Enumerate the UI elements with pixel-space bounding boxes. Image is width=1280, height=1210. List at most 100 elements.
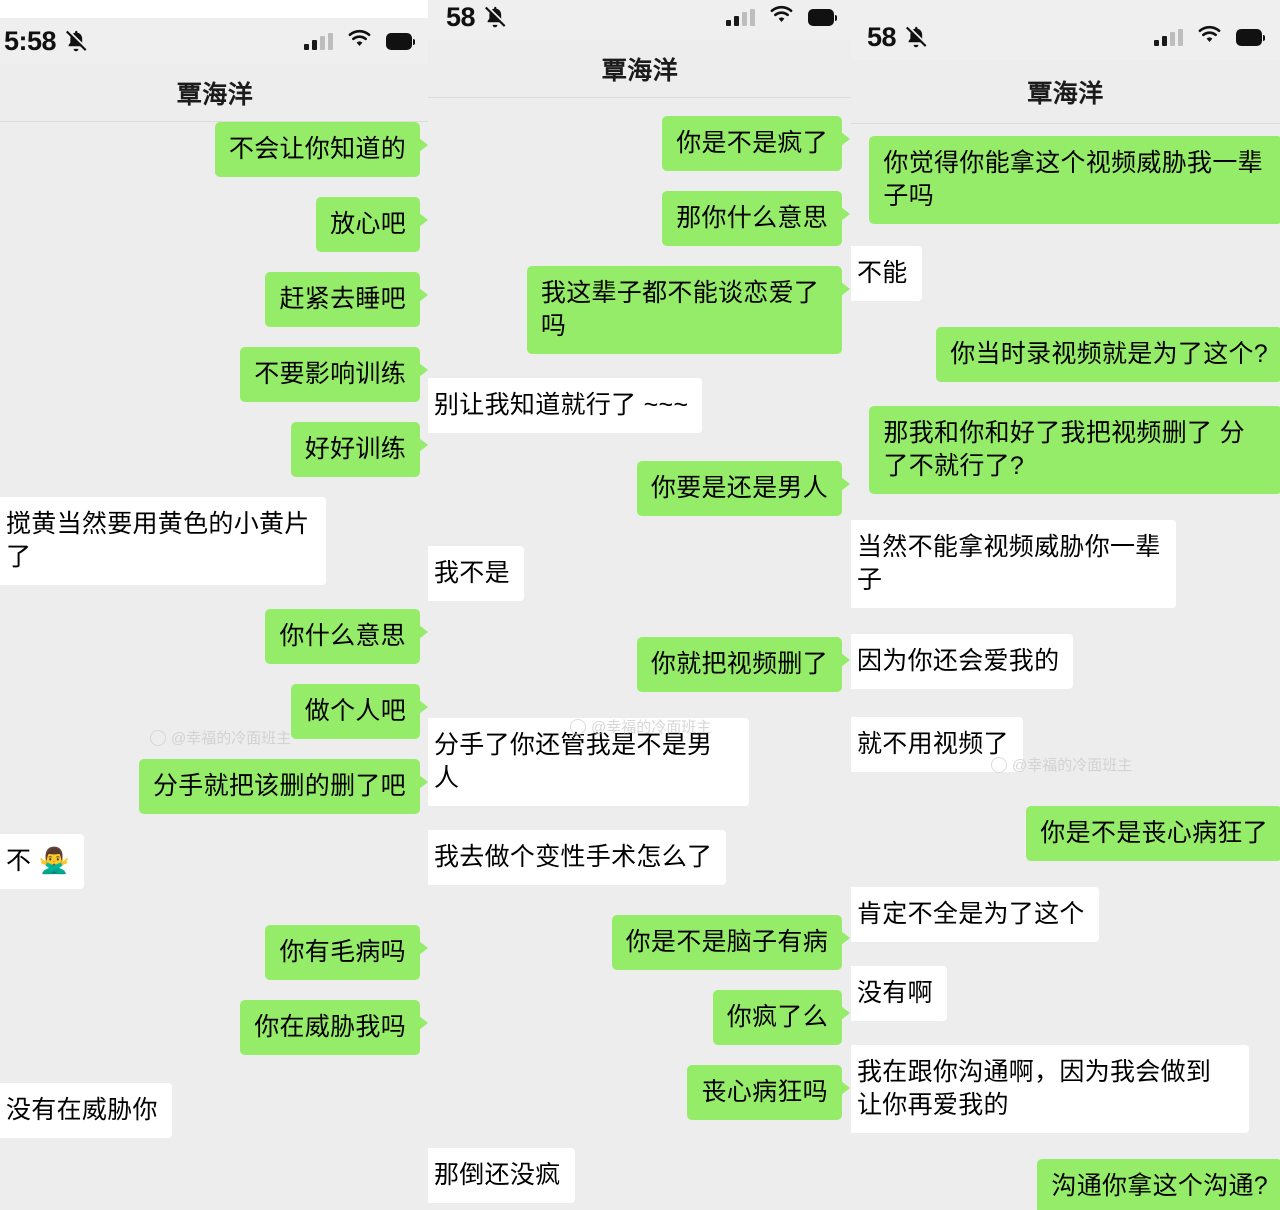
message-row[interactable]: 那我和你和好了我把视频删了 分了不就行了?: [861, 406, 1280, 494]
message-list-right: 你觉得你能拿这个视频威胁我一辈子吗 不能 你当时录视频就是为了这个? 那我和你和…: [851, 124, 1280, 1210]
message-row[interactable]: 我不是: [428, 546, 842, 601]
message-row[interactable]: 你是不是疯了: [438, 116, 850, 171]
message-row[interactable]: 没有啊: [851, 966, 1270, 1021]
message-bubble-outgoing[interactable]: 赶紧去睡吧: [265, 272, 428, 327]
message-row[interactable]: 分手了你还管我是不是男人: [428, 718, 842, 806]
message-bubble-outgoing[interactable]: 沟通你拿这个沟通?: [1037, 1159, 1280, 1210]
message-bubble-outgoing[interactable]: 那我和你和好了我把视频删了 分了不就行了?: [869, 406, 1280, 494]
status-bar-right: 58: [851, 14, 1280, 60]
message-row[interactable]: 丧心病狂吗: [438, 1065, 850, 1120]
message-row[interactable]: 你什么意思: [10, 609, 428, 664]
battery-icon: [808, 8, 837, 26]
message-bubble-outgoing[interactable]: 不会让你知道的: [214, 122, 429, 177]
message-row[interactable]: 沟通你拿这个沟通?: [861, 1159, 1280, 1210]
message-row[interactable]: 你在威胁我吗: [10, 1000, 428, 1055]
message-bubble-outgoing[interactable]: 你就把视频删了: [636, 637, 851, 692]
chat-header-right: 覃海洋: [851, 60, 1280, 124]
message-bubble-outgoing[interactable]: 你是不是丧心病狂了: [1026, 806, 1280, 861]
message-bubble-incoming[interactable]: 不 🙅‍♂️: [0, 834, 84, 889]
message-bubble-incoming[interactable]: 就不用视频了: [851, 717, 1023, 772]
chat-header-left: 覃海洋: [0, 64, 430, 122]
message-bubble-incoming[interactable]: 那倒还没疯: [428, 1148, 575, 1203]
message-bubble-outgoing[interactable]: 不要影响训练: [240, 347, 428, 402]
message-bubble-incoming[interactable]: 肯定不全是为了这个: [851, 887, 1099, 942]
message-row[interactable]: 那倒还没疯: [428, 1148, 842, 1203]
message-row[interactable]: 你觉得你能拿这个视频威胁我一辈子吗: [861, 136, 1280, 224]
message-bubble-incoming[interactable]: 我在跟你沟通啊，因为我会做到让你再爱我的: [851, 1045, 1249, 1133]
signal-dots-icon: [726, 8, 755, 26]
message-row[interactable]: 别让我知道就行了 ~~~: [428, 378, 842, 433]
signal-dots-icon: [304, 32, 333, 50]
message-row[interactable]: 当然不能拿视频威胁你一辈子: [851, 520, 1270, 608]
message-row[interactable]: 做个人吧: [10, 684, 429, 739]
status-time: 5:58: [4, 25, 57, 56]
chat-header-middle: 覃海洋: [428, 40, 852, 98]
message-bubble-incoming[interactable]: 搅黄当然要用黄色的小黄片了: [0, 497, 326, 585]
wifi-icon: [1196, 25, 1223, 50]
message-row[interactable]: 没有在威胁你: [0, 1083, 420, 1138]
chat-screenshot-middle: 58: [428, 0, 852, 1210]
battery-icon: [386, 32, 415, 50]
message-bubble-outgoing[interactable]: 你要是还是男人: [636, 461, 851, 516]
message-row[interactable]: 我去做个变性手术怎么了: [428, 830, 842, 885]
message-row[interactable]: 你是不是丧心病狂了: [861, 806, 1280, 861]
status-bar-middle: 58: [428, 0, 852, 40]
message-row[interactable]: 赶紧去睡吧: [10, 272, 428, 327]
message-bubble-outgoing[interactable]: 我这辈子都不能谈恋爱了吗: [526, 266, 851, 354]
message-list-left: 不会让你知道的 放心吧 赶紧去睡吧 不要影响训练 好好训练 搅黄当然要用黄色的小…: [0, 122, 430, 1168]
message-bubble-outgoing[interactable]: 分手就把该删的删了吧: [138, 759, 429, 814]
message-row[interactable]: 你是不是脑子有病: [438, 915, 851, 970]
bell-off-icon: [903, 24, 929, 50]
message-bubble-outgoing[interactable]: 丧心病狂吗: [687, 1065, 850, 1120]
message-bubble-outgoing[interactable]: 你有毛病吗: [265, 925, 428, 980]
message-row[interactable]: 我这辈子都不能谈恋爱了吗: [438, 266, 851, 354]
signal-dots-icon: [1154, 28, 1183, 46]
bell-off-icon: [482, 4, 508, 30]
message-bubble-incoming[interactable]: 没有啊: [851, 966, 947, 1021]
message-bubble-incoming[interactable]: 我去做个变性手术怎么了: [428, 830, 727, 885]
message-row[interactable]: 不要影响训练: [10, 347, 428, 402]
message-bubble-incoming[interactable]: 因为你还会爱我的: [851, 634, 1074, 689]
message-bubble-incoming[interactable]: 没有在威胁你: [0, 1083, 172, 1138]
message-row[interactable]: 不会让你知道的: [10, 122, 429, 177]
message-row[interactable]: 放心吧: [10, 197, 428, 252]
message-row[interactable]: 我在跟你沟通啊，因为我会做到让你再爱我的: [851, 1045, 1270, 1133]
message-bubble-incoming[interactable]: 不能: [851, 246, 922, 301]
message-bubble-incoming[interactable]: 分手了你还管我是不是男人: [428, 718, 750, 806]
message-row[interactable]: 不能: [851, 246, 1270, 301]
message-row[interactable]: 你当时录视频就是为了这个?: [861, 327, 1280, 382]
contact-name: 覃海洋: [176, 80, 254, 109]
message-bubble-incoming[interactable]: 当然不能拿视频威胁你一辈子: [851, 520, 1177, 608]
message-row[interactable]: 那你什么意思: [438, 191, 850, 246]
message-bubble-outgoing[interactable]: 你当时录视频就是为了这个?: [936, 327, 1280, 382]
message-list-middle: 你是不是疯了 那你什么意思 我这辈子都不能谈恋爱了吗 别让我知道就行了 ~~~ …: [428, 98, 852, 1210]
message-row[interactable]: 肯定不全是为了这个: [851, 887, 1270, 942]
message-bubble-outgoing[interactable]: 放心吧: [316, 197, 428, 252]
message-row[interactable]: 搅黄当然要用黄色的小黄片了: [0, 497, 420, 585]
message-bubble-outgoing[interactable]: 你觉得你能拿这个视频威胁我一辈子吗: [869, 136, 1280, 224]
message-bubble-incoming[interactable]: 我不是: [428, 546, 524, 601]
contact-name: 覃海洋: [1027, 79, 1104, 108]
battery-icon: [1236, 28, 1265, 46]
message-bubble-outgoing[interactable]: 你疯了么: [712, 990, 851, 1045]
message-row[interactable]: 你疯了么: [438, 990, 851, 1045]
bell-off-icon: [63, 28, 89, 54]
message-row[interactable]: 你就把视频删了: [438, 637, 851, 692]
message-row[interactable]: 你要是还是男人: [438, 461, 851, 516]
message-bubble-outgoing[interactable]: 那你什么意思: [662, 191, 850, 246]
message-row[interactable]: 你有毛病吗: [10, 925, 428, 980]
message-bubble-outgoing[interactable]: 你是不是疯了: [662, 116, 850, 171]
chat-screenshot-left: 5:58: [0, 18, 430, 1210]
message-row[interactable]: 好好训练: [10, 422, 429, 477]
message-row[interactable]: 因为你还会爱我的: [851, 634, 1270, 689]
message-bubble-incoming[interactable]: 别让我知道就行了 ~~~: [428, 378, 703, 433]
message-row[interactable]: 就不用视频了: [851, 717, 1270, 772]
message-bubble-outgoing[interactable]: 你是不是脑子有病: [611, 915, 851, 970]
message-row[interactable]: 分手就把该删的删了吧: [10, 759, 429, 814]
message-bubble-outgoing[interactable]: 好好训练: [290, 422, 429, 477]
message-bubble-outgoing[interactable]: 你在威胁我吗: [240, 1000, 428, 1055]
message-row[interactable]: 不 🙅‍♂️: [0, 834, 420, 889]
message-bubble-outgoing[interactable]: 你什么意思: [265, 609, 428, 664]
message-bubble-outgoing[interactable]: 做个人吧: [290, 684, 429, 739]
